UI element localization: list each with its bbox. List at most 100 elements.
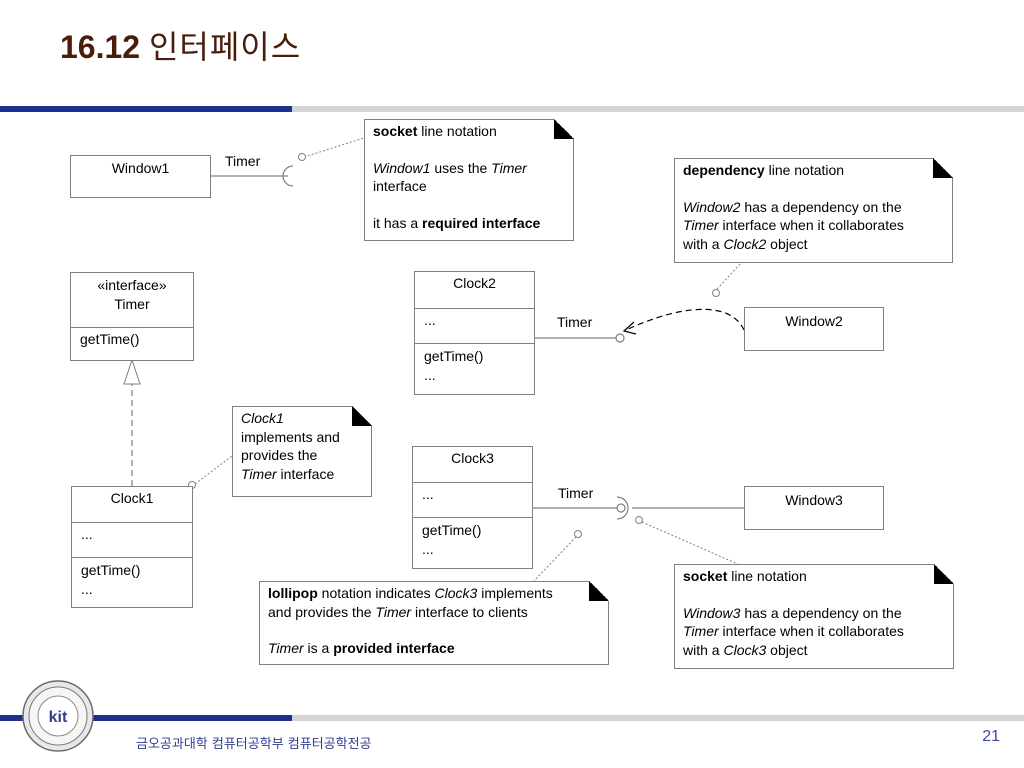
- note-text: Clock3: [723, 641, 767, 658]
- note-text: it has a: [373, 214, 423, 231]
- clock2-attributes: ...: [415, 308, 534, 343]
- note-fold-icon: [352, 406, 372, 426]
- note-text: Timer: [241, 465, 277, 482]
- note-text: Timer: [268, 640, 304, 656]
- timer-socket-label: Timer: [225, 153, 261, 169]
- clock2-lollipop: [615, 333, 625, 343]
- clock3-name: Clock3: [451, 450, 494, 466]
- interface-stereotype: «interface»: [97, 277, 167, 293]
- timer-interface-header: «interface» Timer: [71, 273, 193, 327]
- note-fold-icon: [554, 119, 574, 139]
- note-text: line notation: [764, 162, 845, 178]
- timer-clock3-label: Timer: [558, 485, 594, 501]
- note-text: implements and: [241, 428, 340, 445]
- note-text: interface when it collaborates: [718, 623, 904, 639]
- top-navy-bar: [0, 106, 292, 112]
- note-text: object: [766, 235, 808, 252]
- bottom-navy-bar: [0, 715, 292, 721]
- clock3-operations: getTime() ...: [413, 517, 532, 562]
- window3-name: Window3: [785, 492, 843, 508]
- note-text: has a dependency on the: [740, 604, 902, 621]
- title-text: 인터페이스: [148, 28, 302, 66]
- note-fold-icon: [589, 581, 609, 601]
- window2-class: Window2: [744, 307, 884, 351]
- note-text: interface: [373, 178, 427, 194]
- note-text: is a: [303, 640, 334, 656]
- interface-name: Timer: [114, 296, 150, 312]
- note-text: and provides the: [268, 603, 376, 620]
- socket-arc-top: [282, 165, 294, 187]
- clock2-class: Clock2 ... getTime() ...: [414, 271, 535, 395]
- clock2-operation-more: ...: [424, 367, 436, 383]
- clock3-lollipop: [616, 503, 626, 513]
- window1-class: Window1: [70, 155, 211, 198]
- note-text: interface when it collaborates: [718, 217, 904, 233]
- note-bold: dependency: [683, 162, 765, 178]
- university-logo: kit: [22, 680, 94, 752]
- note-text: implements: [477, 585, 553, 601]
- note-text: Timer: [491, 159, 527, 176]
- window3-socket-arc: [616, 496, 629, 520]
- socket-top-note: socket line notation Window1 uses the Ti…: [364, 119, 574, 241]
- note-text: Timer: [375, 603, 412, 620]
- note-text: Timer: [683, 217, 719, 233]
- socket-bottom-note-dotted-line: [641, 521, 741, 566]
- timer-interface-class: «interface» Timer getTime(): [70, 272, 194, 361]
- socket-note-anchor: [298, 153, 306, 161]
- window3-class: Window3: [744, 486, 884, 530]
- title-number: 16.12: [60, 29, 141, 65]
- note-text: uses the: [430, 159, 492, 176]
- note-text: has a dependency on the: [740, 198, 902, 215]
- note-text: Window1: [373, 159, 431, 176]
- note-bold: socket: [373, 123, 418, 139]
- note-text: Window2: [683, 198, 741, 215]
- lollipop-note-anchor: [574, 530, 582, 538]
- dependency-note-dotted-line: [716, 261, 743, 290]
- dependency-dashed-curve: [625, 308, 745, 331]
- lollipop-note-dotted-line: [531, 536, 577, 584]
- clock1-note-dotted-line: [194, 455, 233, 485]
- clock1-attributes: ...: [72, 522, 192, 557]
- note-fold-icon: [934, 564, 954, 584]
- slide-title: 16.12 인터페이스: [60, 22, 301, 68]
- note-text: object: [766, 641, 808, 658]
- window2-name: Window2: [785, 313, 843, 329]
- clock2-operation: getTime(): [424, 348, 484, 364]
- note-text: required interface: [422, 214, 541, 231]
- footer-text: 금오공과대학 컴퓨터공학부 컴퓨터공학전공: [136, 737, 372, 752]
- note-text: notation indicates: [317, 585, 435, 601]
- clock1-operation-more: ...: [81, 581, 93, 597]
- lollipop-note: lollipop notation indicates Clock3 imple…: [259, 581, 609, 665]
- dependency-arrowhead: [622, 321, 637, 335]
- note-text: with a: [683, 235, 724, 252]
- socket-bottom-note-anchor: [635, 516, 643, 524]
- top-grey-bar: [292, 106, 1024, 112]
- socket-note-dotted-line: [303, 137, 365, 158]
- note-text: interface: [276, 465, 335, 482]
- page-number: 21: [982, 728, 1000, 745]
- note-text: provides the: [241, 447, 318, 463]
- note-text: provided interface: [333, 640, 455, 656]
- clock1-name: Clock1: [110, 490, 154, 506]
- timer-clock2-label: Timer: [557, 314, 593, 330]
- note-bold: socket: [683, 568, 728, 584]
- realization-triangle: [123, 358, 141, 385]
- note-text: Clock1: [241, 410, 284, 426]
- interface-operation: getTime(): [71, 327, 193, 350]
- clock1-operations: getTime() ...: [72, 557, 192, 602]
- clock1-class: Clock1 ... getTime() ...: [71, 486, 193, 608]
- clock3-class: Clock3 ... getTime() ...: [412, 446, 533, 569]
- dependency-note-anchor: [712, 289, 720, 297]
- window1-name: Window1: [111, 160, 170, 176]
- bottom-grey-bar: [292, 715, 1024, 721]
- note-text: line notation: [417, 123, 497, 139]
- note-text: line notation: [727, 568, 807, 584]
- note-text: interface to clients: [411, 603, 528, 620]
- clock2-name: Clock2: [453, 275, 496, 291]
- note-text: Clock3: [434, 585, 478, 601]
- clock2-operations: getTime() ...: [415, 343, 534, 388]
- note-fold-icon: [933, 158, 953, 178]
- clock1-operation: getTime(): [81, 562, 141, 578]
- clock3-operation-more: ...: [422, 541, 434, 557]
